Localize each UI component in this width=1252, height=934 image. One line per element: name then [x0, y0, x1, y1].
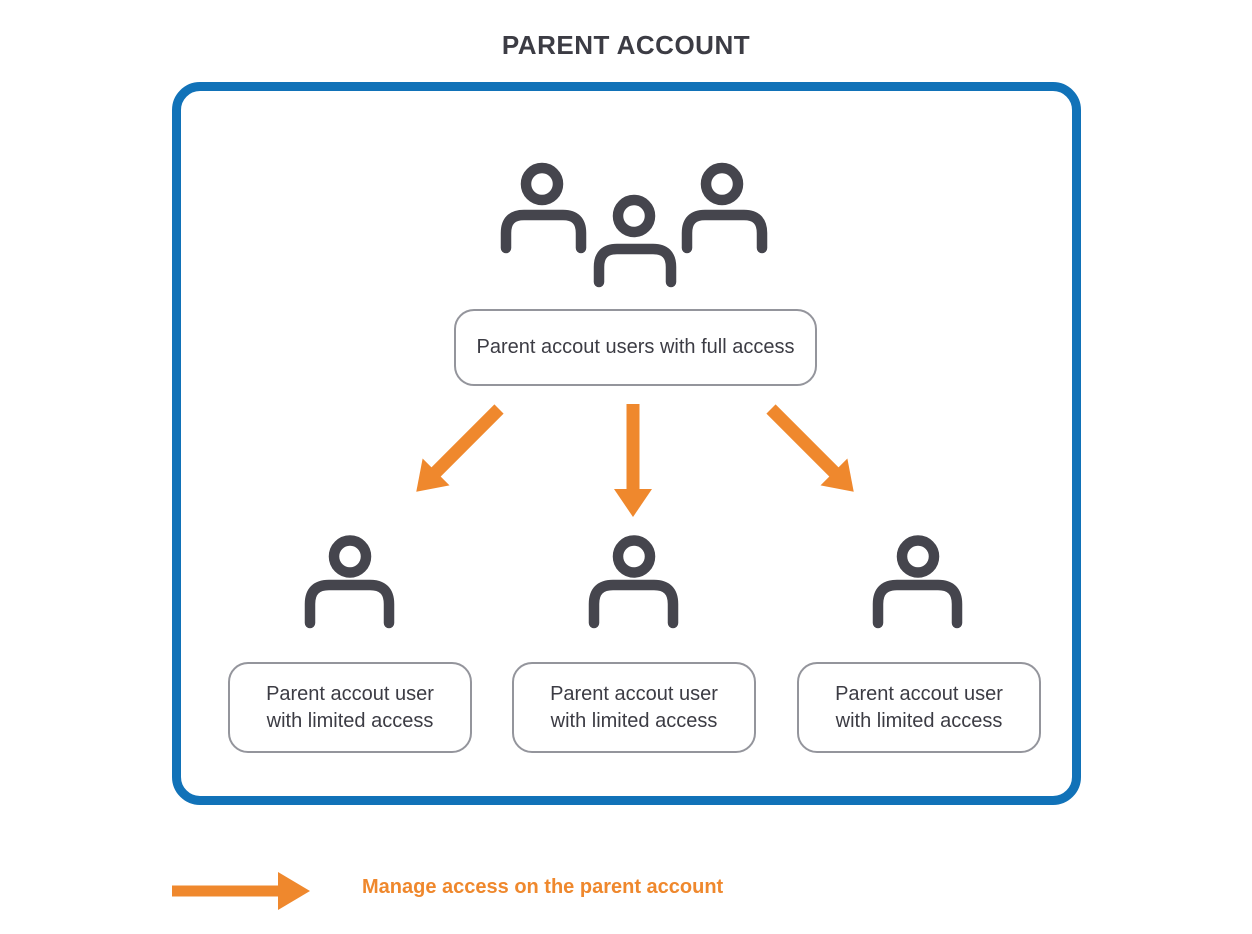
user-icon — [304, 532, 396, 629]
users-group-icon — [495, 155, 775, 293]
arrow-right-icon — [172, 872, 310, 910]
limited-access-label-line: with limited access — [835, 709, 1003, 732]
limited-access-label-line: Parent accout user — [550, 682, 718, 705]
limited-access-label-line: Parent accout user — [835, 682, 1003, 705]
limited-access-label-box: Parent accout user with limited access — [512, 662, 756, 753]
full-access-label-box: Parent accout users with full access — [454, 309, 817, 386]
legend-label: Manage access on the parent account — [362, 876, 724, 898]
diagram-title: PARENT ACCOUNT — [501, 30, 751, 60]
limited-access-label-box: Parent accout user with limited access — [797, 662, 1041, 753]
arrow-down-right-icon — [766, 404, 854, 492]
parent-account-box: Parent accout users with full access — [172, 82, 1081, 805]
user-icon — [872, 532, 964, 629]
arrow-down-left-icon — [416, 404, 504, 492]
full-access-label: Parent accout users with full access — [476, 336, 795, 358]
limited-access-label-box: Parent accout user with limited access — [228, 662, 472, 753]
manage-access-arrows — [416, 404, 854, 517]
limited-access-label-line: with limited access — [550, 709, 718, 732]
limited-access-label-line: Parent accout user — [266, 682, 434, 705]
user-icon — [588, 532, 680, 629]
limited-access-label-line: with limited access — [266, 709, 434, 732]
arrow-down-icon — [614, 404, 652, 517]
